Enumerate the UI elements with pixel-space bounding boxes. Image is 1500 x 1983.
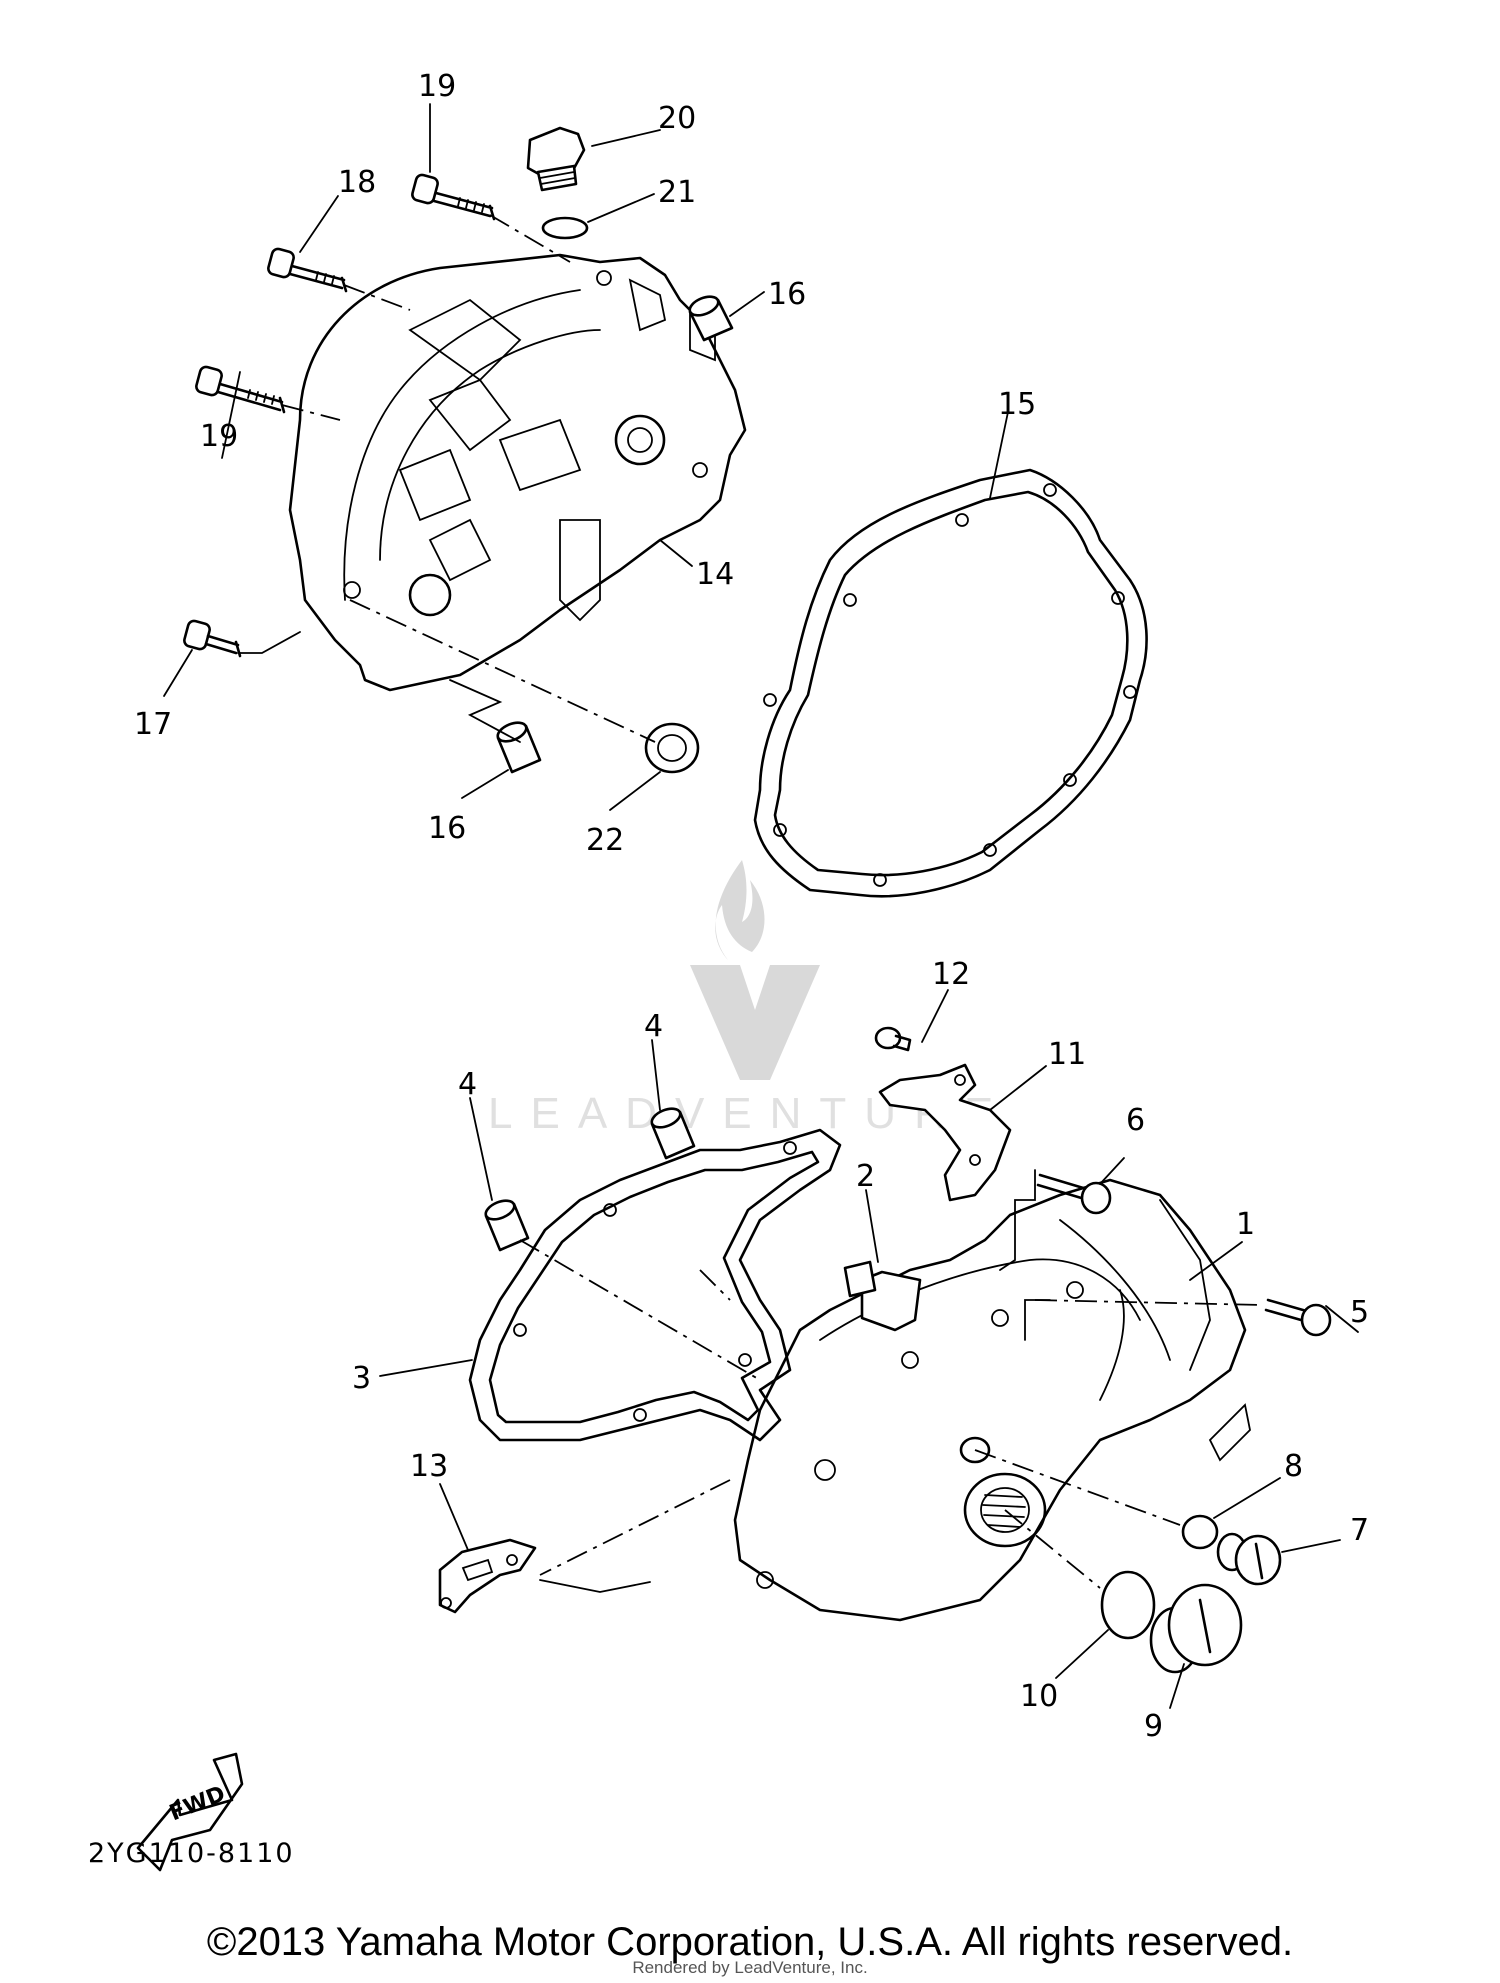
callout-19-left: 19 <box>200 419 238 454</box>
bolt-5 <box>1264 1298 1332 1337</box>
callout-10: 10 <box>1020 1679 1058 1714</box>
crankcase-cover-14 <box>288 253 747 692</box>
callout-14: 14 <box>696 557 734 592</box>
oil-filler-cap-20 <box>526 126 586 192</box>
callout-16-bottom: 16 <box>428 811 466 846</box>
flame-logo-icon <box>715 860 765 960</box>
bolt-6 <box>1036 1173 1112 1215</box>
callout-18: 18 <box>338 165 376 200</box>
callout-13: 13 <box>410 1449 448 1484</box>
dowel-pin-16-bottom <box>496 721 542 774</box>
v-logo-icon <box>690 965 820 1080</box>
gasket-15 <box>753 468 1148 898</box>
callout-22: 22 <box>586 823 624 858</box>
lower-alignment-lines <box>519 1169 1263 1593</box>
o-ring-10 <box>1100 1570 1156 1640</box>
dowel-pin-4-left <box>484 1199 530 1252</box>
oil-seal-22 <box>644 722 700 774</box>
callout-19-top: 19 <box>418 69 456 104</box>
rendered-by-credit: Rendered by LeadVenture, Inc. <box>632 1958 868 1977</box>
dowel-pin-4-right <box>650 1107 696 1160</box>
callout-7: 7 <box>1350 1513 1369 1548</box>
callout-8: 8 <box>1284 1449 1303 1484</box>
callout-6: 6 <box>1126 1103 1145 1138</box>
callout-2: 2 <box>856 1159 875 1194</box>
callout-4-right: 4 <box>644 1009 663 1044</box>
callout-9: 9 <box>1144 1709 1163 1744</box>
o-ring-8 <box>1181 1514 1219 1550</box>
callout-labels: 19 20 21 18 16 15 19 14 17 16 22 12 4 11… <box>134 69 1369 1744</box>
gasket-3 <box>468 1128 842 1442</box>
upper-alignment-lines <box>237 214 656 743</box>
plug-9 <box>1149 1583 1243 1674</box>
callout-11: 11 <box>1048 1037 1086 1072</box>
copyright-notice: ©2013 Yamaha Motor Corporation, U.S.A. A… <box>206 1920 1294 1964</box>
bolt-19-top <box>411 173 496 221</box>
callout-12: 12 <box>932 957 970 992</box>
bracket-13 <box>438 1538 537 1614</box>
leader-lines <box>163 103 1359 1709</box>
sensor-2 <box>843 1260 922 1332</box>
callout-16-top: 16 <box>768 277 806 312</box>
plug-7 <box>1216 1532 1282 1586</box>
callout-15: 15 <box>998 387 1036 422</box>
crankcase-cover-1 <box>733 1178 1251 1622</box>
callout-21: 21 <box>658 175 696 210</box>
callout-5: 5 <box>1350 1295 1369 1330</box>
callout-1: 1 <box>1236 1207 1255 1242</box>
callout-17: 17 <box>134 707 172 742</box>
bracket-11 <box>878 1063 1012 1202</box>
screw-12 <box>874 1026 912 1052</box>
callout-20: 20 <box>658 101 696 136</box>
o-ring-21 <box>541 216 589 240</box>
diagram-code: 2YG110-8110 <box>88 1838 295 1869</box>
bolt-18 <box>267 247 348 293</box>
callout-4-left: 4 <box>458 1067 477 1102</box>
callout-3: 3 <box>352 1361 371 1396</box>
dowel-pin-16-top <box>688 295 734 342</box>
